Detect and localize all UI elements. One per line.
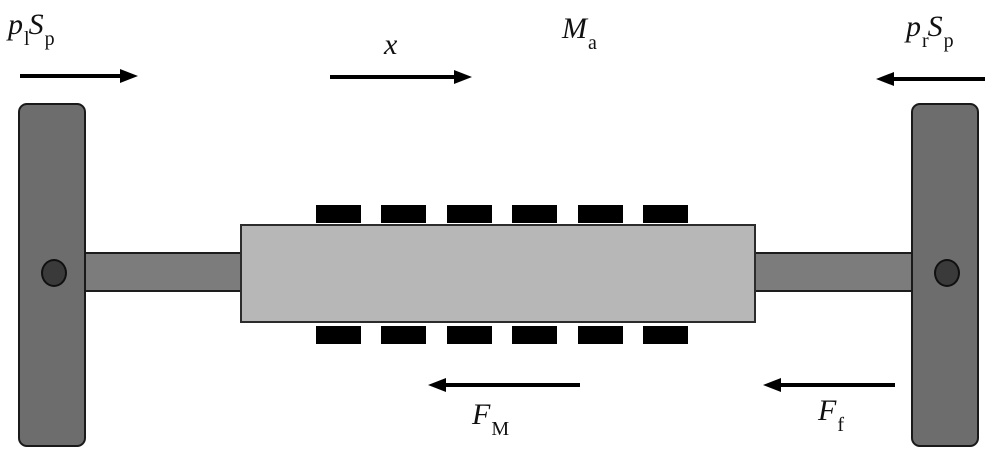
pole-segment [642,326,688,344]
pole-segment [316,205,361,223]
pressure-right-label: prSp [906,10,954,51]
subscript: M [491,418,510,440]
symbol: S [927,10,943,43]
arrow-head-icon [428,378,446,392]
pole-segment [446,326,492,344]
subscript: f [837,414,844,436]
armature-block [240,224,756,323]
pole-segment [577,205,623,223]
pressure-left-arrow [20,69,138,83]
symbol: S [28,8,44,41]
symbol: F [818,394,837,427]
subscript: p [943,30,954,52]
arrow-head-icon [454,70,472,84]
pole-segment [512,326,558,344]
subscript: a [588,32,597,54]
displacement-label: x [384,28,397,62]
symbol: M [562,12,587,45]
arrow-shaft [20,74,124,78]
subscript: l [24,28,30,50]
arrow-head-icon [763,378,781,392]
subscript: p [44,28,55,50]
pole-segment [642,205,688,223]
pole-segment [381,205,427,223]
arrow-shaft [777,383,895,387]
pole-segment [446,205,492,223]
displacement-arrow [330,70,472,84]
magnet-force-label: FM [472,398,509,439]
right-pivot-circle [934,259,960,287]
pole-segment-row-bottom [316,326,688,344]
arrow-head-icon [876,72,894,86]
subscript: r [922,30,929,52]
pole-segment [381,326,427,344]
symbol: p [8,8,23,41]
arrow-head-icon [120,69,138,83]
friction-force-label: Ff [818,394,844,435]
symbol: x [384,28,398,61]
arrow-shaft [890,77,985,81]
symbol: F [472,398,491,431]
pressure-right-arrow [876,72,985,86]
arrow-shaft [330,75,458,79]
mass-label: Ma [562,12,597,53]
pressure-left-label: plSp [8,8,55,49]
pole-segment [577,326,623,344]
pole-segment [512,205,558,223]
symbol: p [906,10,921,43]
pole-segment [316,326,361,344]
magnet-force-arrow [428,378,580,392]
pole-segment-row-top [316,205,688,223]
friction-force-arrow [763,378,895,392]
arrow-shaft [442,383,580,387]
left-pivot-circle [41,259,67,287]
